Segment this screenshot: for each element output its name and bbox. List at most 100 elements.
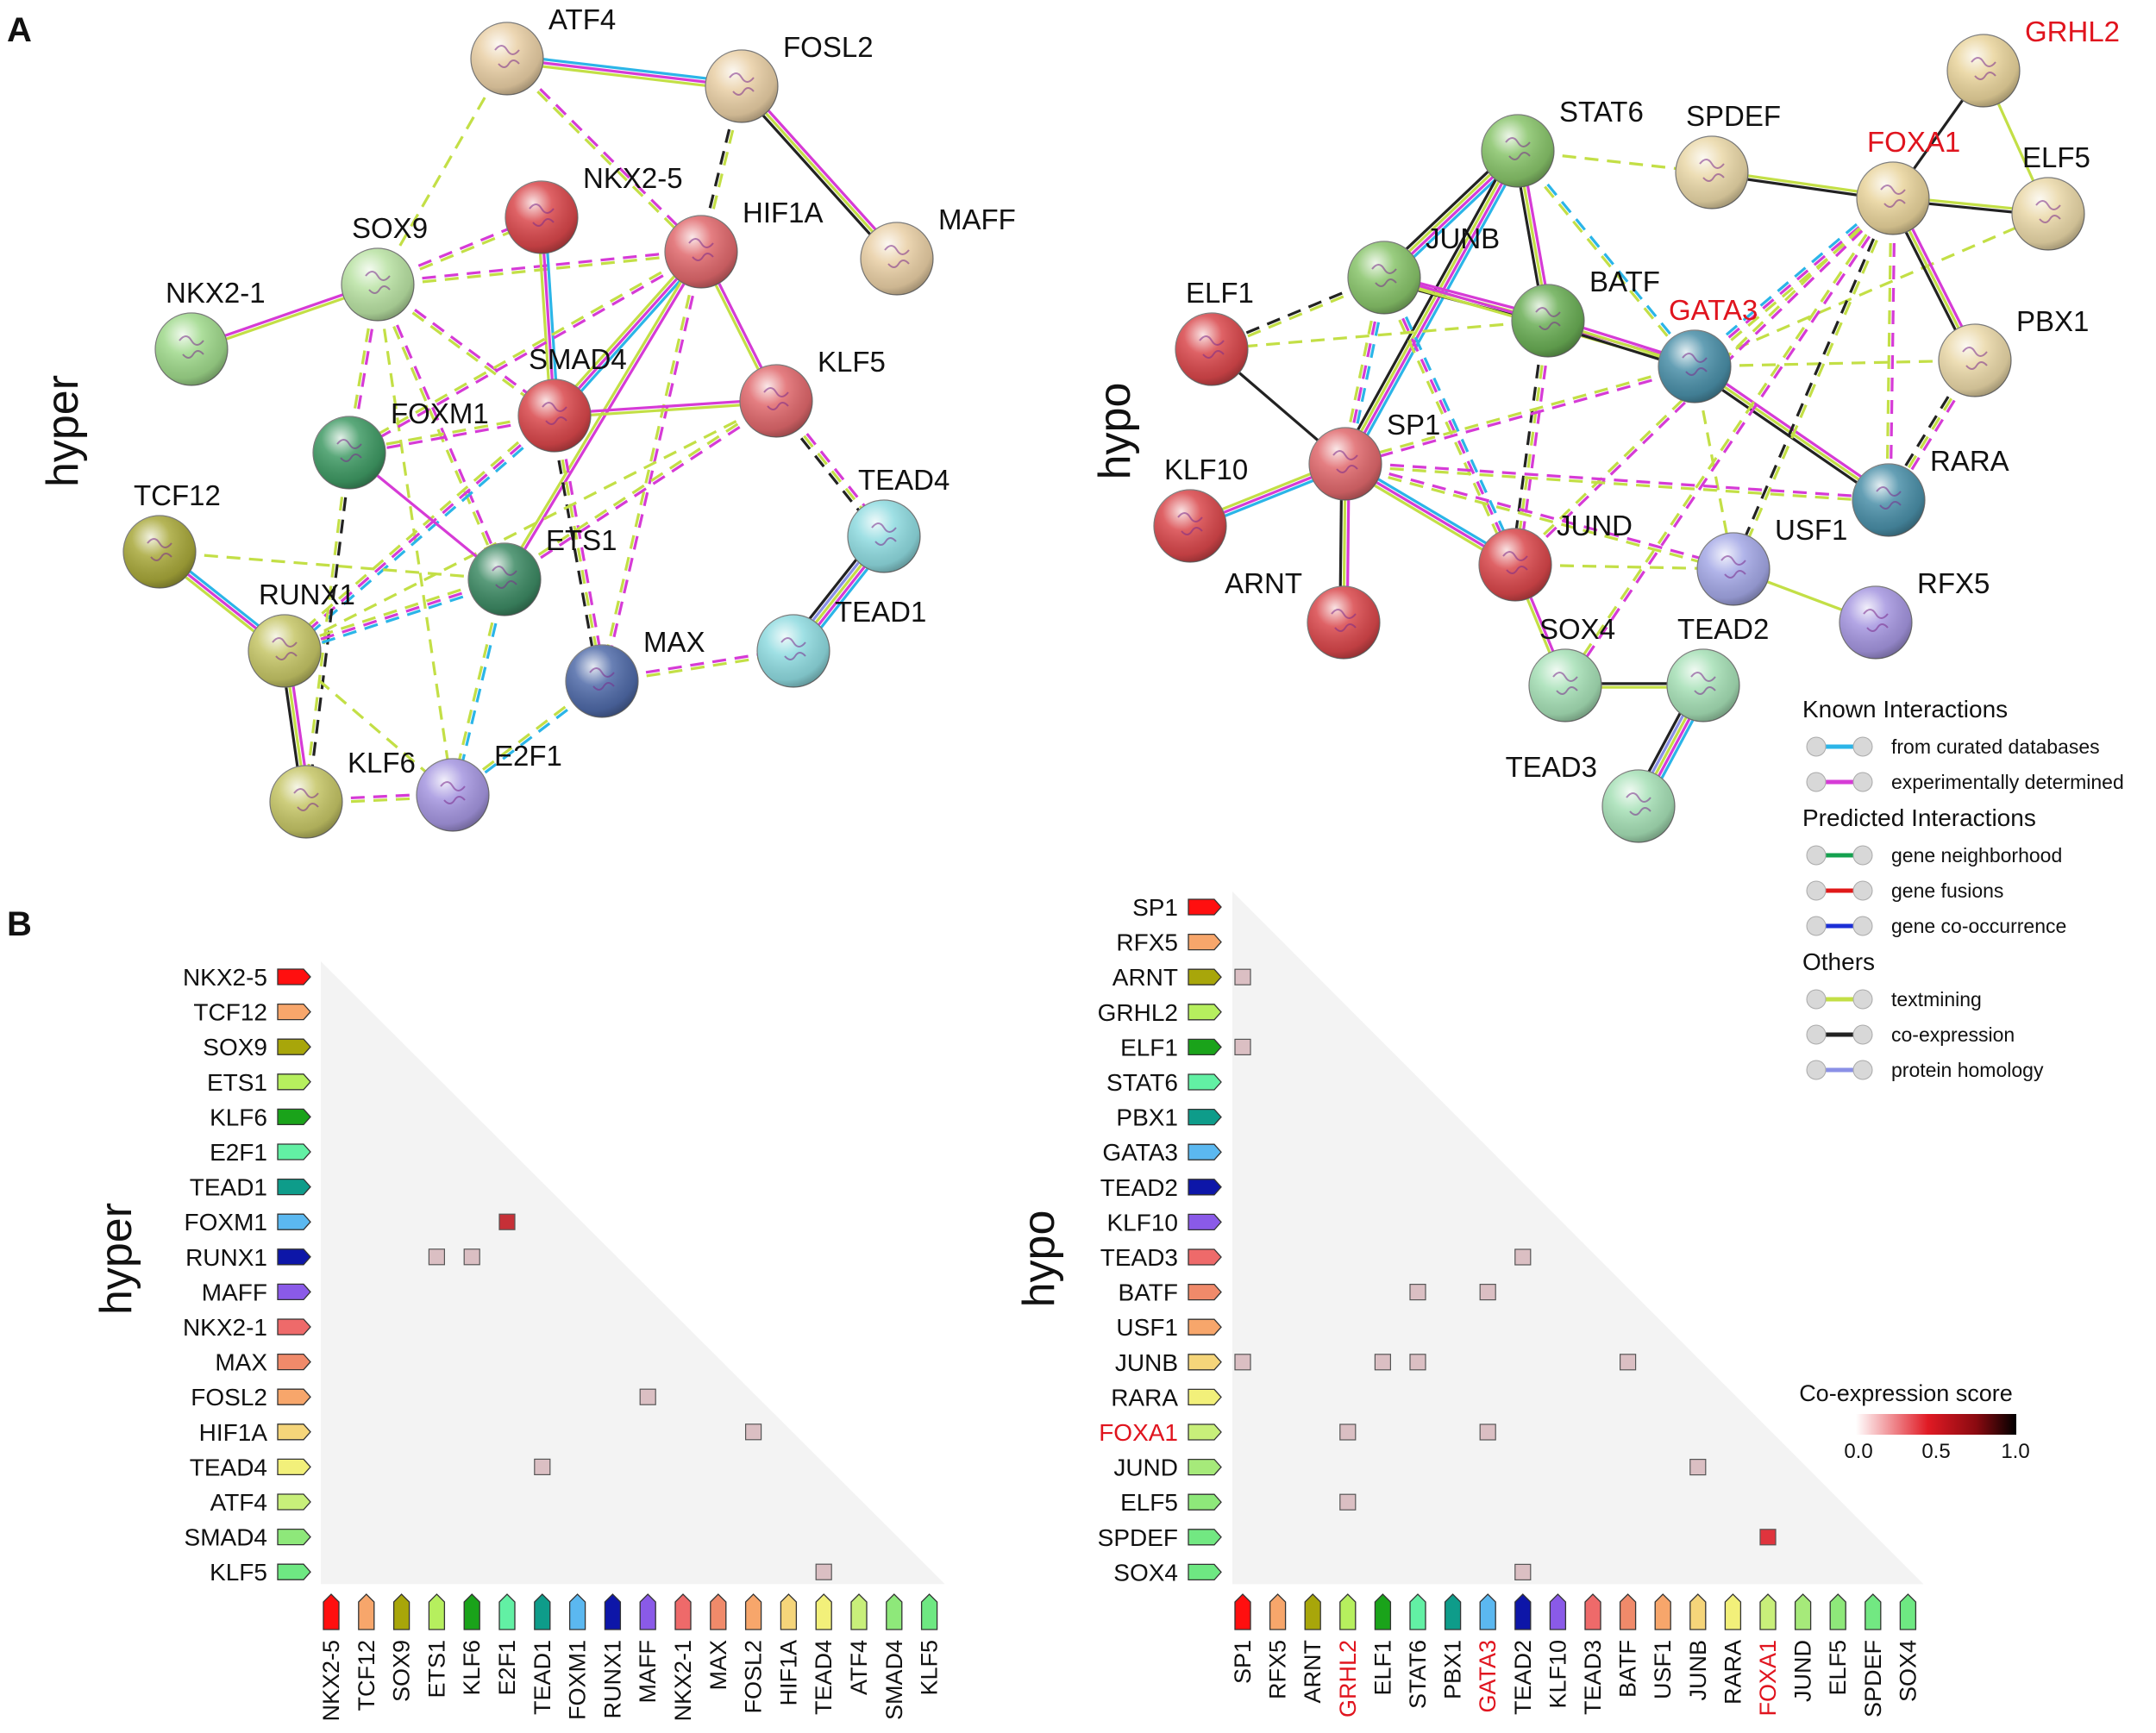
node-structure-glyph (1177, 512, 1203, 535)
node-label: JUNB (1426, 222, 1500, 254)
edge-line-curated (285, 581, 506, 656)
node-maff[interactable]: MAFF (860, 203, 1016, 296)
node-ets1[interactable]: ETS1 (467, 524, 617, 616)
node-shine (1154, 490, 1226, 562)
edge-line-textmining (599, 251, 701, 681)
node-foxm1[interactable]: FOXM1 (312, 397, 489, 490)
heatmap-cell-elf5-grhl2 (1339, 1493, 1357, 1511)
edge-line-experimental (284, 578, 505, 653)
edge-line-textmining (1342, 149, 1518, 464)
node-klf5[interactable]: KLF5 (739, 346, 886, 438)
legend-item-co-expression: co-expression (1806, 1023, 2015, 1046)
legend-knob-right (1852, 880, 1873, 901)
node-stat6[interactable]: STAT6 (1481, 96, 1644, 188)
node-tead2[interactable]: TEAD2 (1666, 613, 1769, 723)
node-atf4[interactable]: ATF4 (470, 3, 616, 96)
node-hif1a[interactable]: HIF1A (664, 197, 824, 289)
node-sox4[interactable]: SOX4 (1528, 613, 1615, 723)
edge-line-curated (1349, 153, 1524, 467)
col-label-foxa1: FOXA1 (1755, 1640, 1781, 1717)
node-structure-glyph (871, 522, 897, 546)
node-rara[interactable]: RARA (1852, 445, 2009, 537)
node-elf5[interactable]: ELF5 (2011, 141, 2090, 251)
col-tag-gata3 (1479, 1593, 1496, 1630)
node-klf6[interactable]: KLF6 (269, 747, 416, 839)
colorbar: Co-expression score 0.0 0.5 1.0 (1799, 1380, 2029, 1463)
node-label: TCF12 (134, 479, 221, 511)
node-fosl2[interactable]: FOSL2 (705, 31, 874, 123)
node-sp1[interactable]: SP1 (1308, 409, 1440, 501)
node-tead3[interactable]: TEAD3 (1506, 751, 1676, 843)
node-structure-glyph (1682, 353, 1708, 376)
node-tead4[interactable]: TEAD4 (847, 464, 950, 573)
heatmap-hyper-label: hyper (91, 1203, 141, 1315)
edge-line-experimental (505, 252, 705, 581)
node-label: ELF5 (2022, 141, 2090, 173)
legend-knob-left (1806, 736, 1827, 757)
heatmap-hyper: hyper NKX2-5TCF12SOX9ETS1KLF6E2F1TEAD1FO… (91, 961, 945, 1722)
node-nkx2-5[interactable]: NKX2-5 (505, 162, 683, 254)
node-usf1[interactable]: USF1 (1696, 514, 1847, 606)
edge-line-coexpression (549, 416, 600, 683)
row-tag-foxm1 (277, 1213, 311, 1230)
node-nkx2-1[interactable]: NKX2-1 (154, 277, 266, 386)
node-spdef[interactable]: SPDEF (1675, 100, 1781, 210)
node-label: RUNX1 (259, 579, 355, 610)
node-max[interactable]: MAX (565, 626, 705, 718)
node-label: FOSL2 (783, 31, 874, 63)
node-elf1[interactable]: ELF1 (1175, 277, 1254, 386)
node-tcf12[interactable]: TCF12 (122, 479, 221, 589)
row-label-hif1a: HIF1A (199, 1419, 268, 1446)
row-label-maff: MAFF (202, 1279, 267, 1305)
node-rfx5[interactable]: RFX5 (1839, 567, 1990, 660)
node-shine (757, 615, 830, 687)
edge-gata3-pbx1 (1694, 359, 1976, 368)
col-tag-elf1 (1374, 1593, 1392, 1630)
col-tag-rfx5 (1269, 1593, 1287, 1630)
edge-hif1a-max (599, 251, 705, 682)
node-foxa1[interactable]: FOXA1 (1856, 126, 1960, 235)
edge-line-coexpression (1730, 197, 1893, 569)
node-grhl2[interactable]: GRHL2 (1946, 16, 2120, 108)
edge-line-textmining (284, 399, 777, 653)
row-label-elf5: ELF5 (1120, 1489, 1178, 1516)
col-label-spdef: SPDEF (1860, 1640, 1886, 1717)
edge-line-textmining (1694, 359, 1976, 368)
node-gata3[interactable]: GATA3 (1658, 294, 1758, 404)
col-tag-elf5 (1829, 1593, 1846, 1630)
node-structure-glyph (272, 637, 298, 660)
col-label-maff: MAFF (635, 1640, 661, 1704)
colorbar-tick-0: 0.0 (1844, 1440, 1872, 1463)
node-label: PBX1 (2016, 305, 2089, 337)
node-jund[interactable]: JUND (1478, 510, 1633, 602)
node-structure-glyph (1971, 57, 1996, 80)
row-label-klf10: KLF10 (1107, 1209, 1179, 1236)
col-tag-maff (639, 1593, 656, 1630)
node-smad4[interactable]: SMAD4 (517, 343, 627, 453)
node-e2f1[interactable]: E2F1 (416, 740, 562, 832)
row-tag-max (277, 1353, 311, 1371)
col-label-tead2: TEAD2 (1510, 1640, 1536, 1715)
node-batf[interactable]: BATF (1511, 266, 1660, 358)
col-label-elf5: ELF5 (1825, 1640, 1851, 1696)
node-runx1[interactable]: RUNX1 (248, 579, 355, 688)
col-tag-klf6 (463, 1593, 480, 1630)
row-label-spdef: SPDEF (1098, 1524, 1178, 1551)
node-klf10[interactable]: KLF10 (1153, 454, 1248, 563)
edge-line-experimental (349, 252, 703, 456)
col-label-pbx1: PBX1 (1440, 1640, 1466, 1699)
legend-item-textmining: textmining (1806, 988, 1982, 1010)
edge-line-textmining (1694, 212, 2049, 368)
node-junb[interactable]: JUNB (1347, 222, 1500, 315)
node-pbx1[interactable]: PBX1 (1938, 305, 2089, 397)
node-tead1[interactable]: TEAD1 (756, 596, 926, 688)
node-shine (1676, 136, 1748, 209)
edge-line-curated (1386, 275, 1520, 564)
node-arnt[interactable]: ARNT (1225, 567, 1381, 660)
legend-section-title: Others (1802, 948, 1875, 975)
row-label-foxa1: FOXA1 (1099, 1419, 1178, 1446)
node-structure-glyph (1552, 672, 1578, 695)
node-sox9[interactable]: SOX9 (341, 212, 428, 322)
